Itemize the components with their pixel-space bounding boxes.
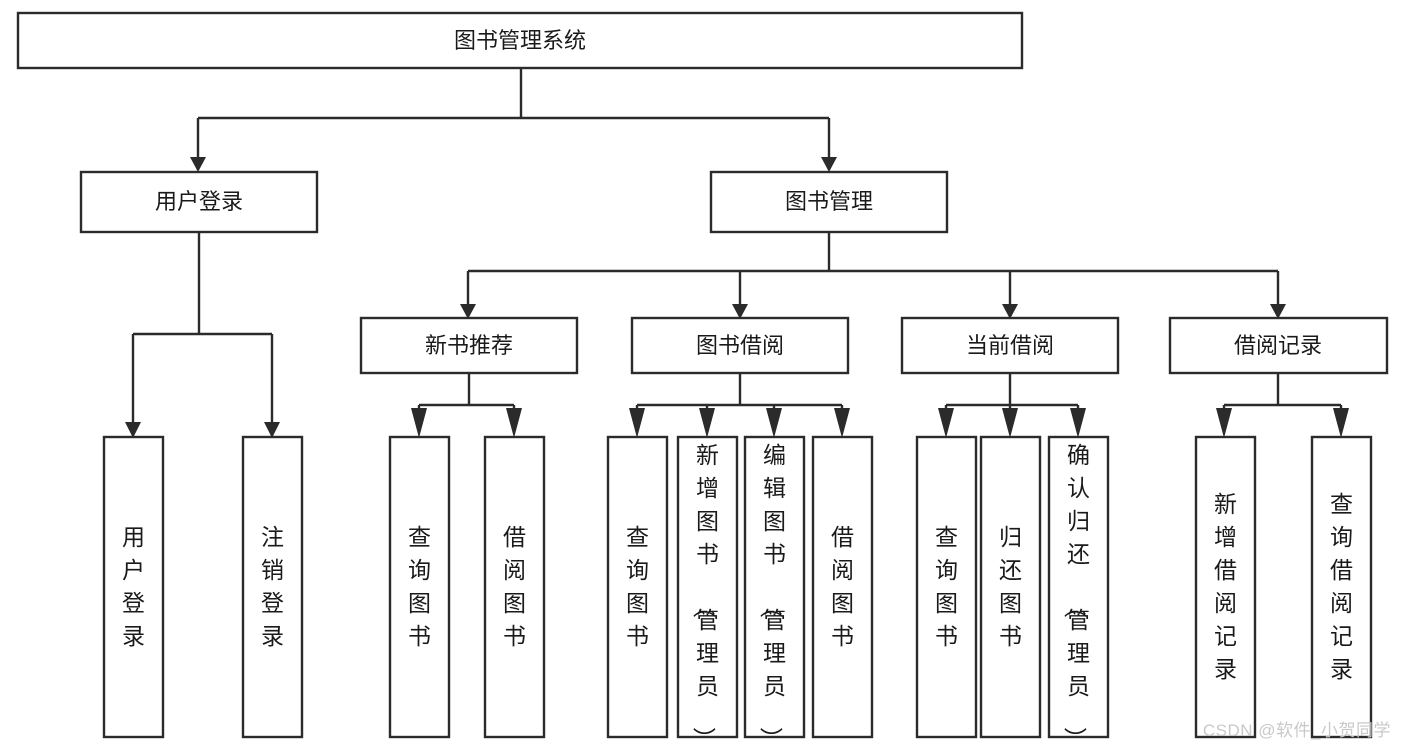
node-new-book-recommend[interactable]: 新书推荐 (359, 316, 579, 375)
node-current-borrow-label: 当前借阅 (966, 333, 1054, 358)
arrow-head-icon (1333, 408, 1349, 438)
arrow-head-icon (411, 408, 427, 438)
node-root[interactable]: 图书管理系统 (16, 11, 1024, 70)
arrow-head-icon (1070, 408, 1086, 438)
leaf-query-borrow-rec-label: 查询借阅记录 (1330, 491, 1353, 682)
edge-bookborrow-to-leaves (629, 373, 850, 438)
arrow-head-icon (629, 408, 645, 438)
node-book-manage[interactable]: 图书管理 (709, 170, 949, 234)
leaf-borrow-book-2[interactable]: 借阅图书 (811, 435, 874, 739)
leaf-query-borrow-rec[interactable]: 查询借阅记录 (1310, 435, 1373, 739)
leaf-add-borrow-rec[interactable]: 新增借阅记录 (1194, 435, 1257, 739)
leaf-query-book-1-label: 查询图书 (408, 524, 431, 649)
leaf-add-book-admin-label: 新增图书（管理员） (691, 442, 719, 747)
leaf-confirm-ret-admin[interactable]: 确认归还（管理员） (1047, 435, 1110, 747)
leaf-query-book-2[interactable]: 查询图书 (606, 435, 669, 739)
arrow-head-icon (506, 408, 522, 438)
node-book-borrow[interactable]: 图书借阅 (630, 316, 850, 375)
arrow-head-icon (460, 304, 476, 319)
leaf-query-book-2-label: 查询图书 (626, 524, 649, 649)
leaf-edit-book-admin-label: 编辑图书（管理员） (758, 442, 786, 747)
arrow-head-icon (1270, 304, 1286, 319)
arrow-head-icon (766, 408, 782, 438)
csdn-watermark: CSDN @软件_小贺同学 (1202, 721, 1391, 740)
connectors-layer (125, 68, 1349, 438)
leaf-query-book-1[interactable]: 查询图书 (388, 435, 451, 739)
arrow-head-icon (1216, 408, 1232, 438)
leaf-user-logout-label: 注销登录 (261, 524, 284, 649)
leaf-return-book-label: 归还图书 (999, 524, 1022, 649)
arrow-head-icon (190, 157, 206, 172)
node-current-borrow[interactable]: 当前借阅 (900, 316, 1120, 375)
leaf-edit-book-admin[interactable]: 编辑图书（管理员） (743, 435, 806, 747)
edge-borrowrecord-to-leaves (1216, 373, 1349, 438)
node-user-login-label: 用户登录 (155, 189, 243, 214)
edge-currentborrow-to-leaves (938, 373, 1086, 438)
edge-bookmanage-to-level3 (460, 232, 1286, 319)
arrow-head-icon (834, 408, 850, 438)
node-book-borrow-label: 图书借阅 (696, 333, 784, 358)
node-new-book-recommend-label: 新书推荐 (425, 333, 513, 358)
edge-userlogin-to-leaves (125, 232, 280, 438)
leaf-user-logout[interactable]: 注销登录 (241, 435, 304, 739)
leaf-add-borrow-rec-label: 新增借阅记录 (1214, 491, 1237, 682)
node-borrow-record[interactable]: 借阅记录 (1168, 316, 1389, 375)
arrow-head-icon (699, 408, 715, 438)
leaf-borrow-book-1[interactable]: 借阅图书 (483, 435, 546, 739)
leaf-user-login[interactable]: 用户登录 (102, 435, 165, 739)
arrow-head-icon (732, 304, 748, 319)
leaf-user-login-label: 用户登录 (122, 524, 145, 649)
arrow-head-icon (264, 422, 280, 438)
leaf-nodes-layer: 用户登录 注销登录 查询图书 借阅图书 查询图书 新增图书（管理员） 编辑图书（管理员） 借阅… (102, 435, 1373, 747)
leaf-add-book-admin[interactable]: 新增图书（管理员） (676, 435, 739, 747)
leaf-borrow-book-1-label: 借阅图书 (503, 524, 526, 649)
leaf-query-book-3-label: 查询图书 (935, 524, 958, 649)
arrow-head-icon (938, 408, 954, 438)
node-borrow-record-label: 借阅记录 (1234, 333, 1322, 358)
leaf-borrow-book-2-label: 借阅图书 (831, 524, 854, 649)
arrow-head-icon (1002, 304, 1018, 319)
node-root-label: 图书管理系统 (454, 28, 586, 53)
node-user-login[interactable]: 用户登录 (79, 170, 319, 234)
node-book-manage-label: 图书管理 (785, 189, 873, 214)
arrow-head-icon (125, 422, 141, 438)
leaf-query-book-3[interactable]: 查询图书 (915, 435, 978, 739)
arrow-head-icon (821, 157, 837, 172)
edge-root-to-level2 (190, 68, 837, 172)
leaf-return-book[interactable]: 归还图书 (979, 435, 1042, 739)
edge-newbookrec-to-leaves (411, 373, 522, 438)
arrow-head-icon (1002, 408, 1018, 438)
leaf-confirm-ret-admin-label: 确认归还（管理员） (1062, 442, 1090, 747)
